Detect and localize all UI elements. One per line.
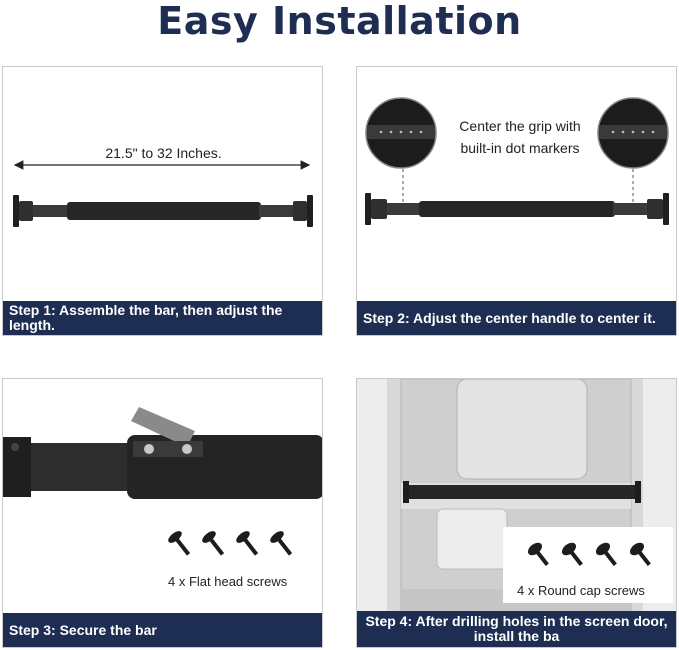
step-3-panel: 4 x Flat head screws Step 3: Secure the …	[2, 378, 323, 648]
flat-head-screws-label: 4 x Flat head screws	[168, 574, 288, 589]
center-grip-illustration	[365, 97, 669, 225]
grip-callout: Center the grip with built-in dot marker…	[459, 118, 581, 156]
round-cap-screws-label: 4 x Round cap screws	[517, 583, 645, 598]
step-2-panel: Center the grip with built-in dot marker…	[356, 66, 677, 336]
flat-head-screws	[168, 531, 293, 556]
page-title: Easy Installation	[157, 0, 522, 43]
step-3-caption: Step 3: Secure the bar	[3, 613, 322, 647]
installed-bar	[407, 485, 637, 499]
door-installation-photo	[357, 379, 676, 613]
step-2-caption: Step 2: Adjust the center handle to cent…	[357, 301, 676, 335]
bracket-closeup-illustration	[3, 407, 322, 556]
step-4-caption: Step 4: After drilling holes in the scre…	[357, 611, 676, 647]
adjustable-bar-illustration	[13, 160, 313, 227]
step-1-panel: 21.5" to 32 Inches. Step 1: Assemble the…	[2, 66, 323, 336]
step-1-caption: Step 1: Assemble the bar, then adjust th…	[3, 301, 322, 335]
round-cap-screws	[527, 542, 651, 566]
length-range-label: 21.5" to 32 Inches.	[105, 145, 222, 161]
step-4-panel: 4 x Round cap screws Step 4: After drill…	[356, 378, 677, 648]
